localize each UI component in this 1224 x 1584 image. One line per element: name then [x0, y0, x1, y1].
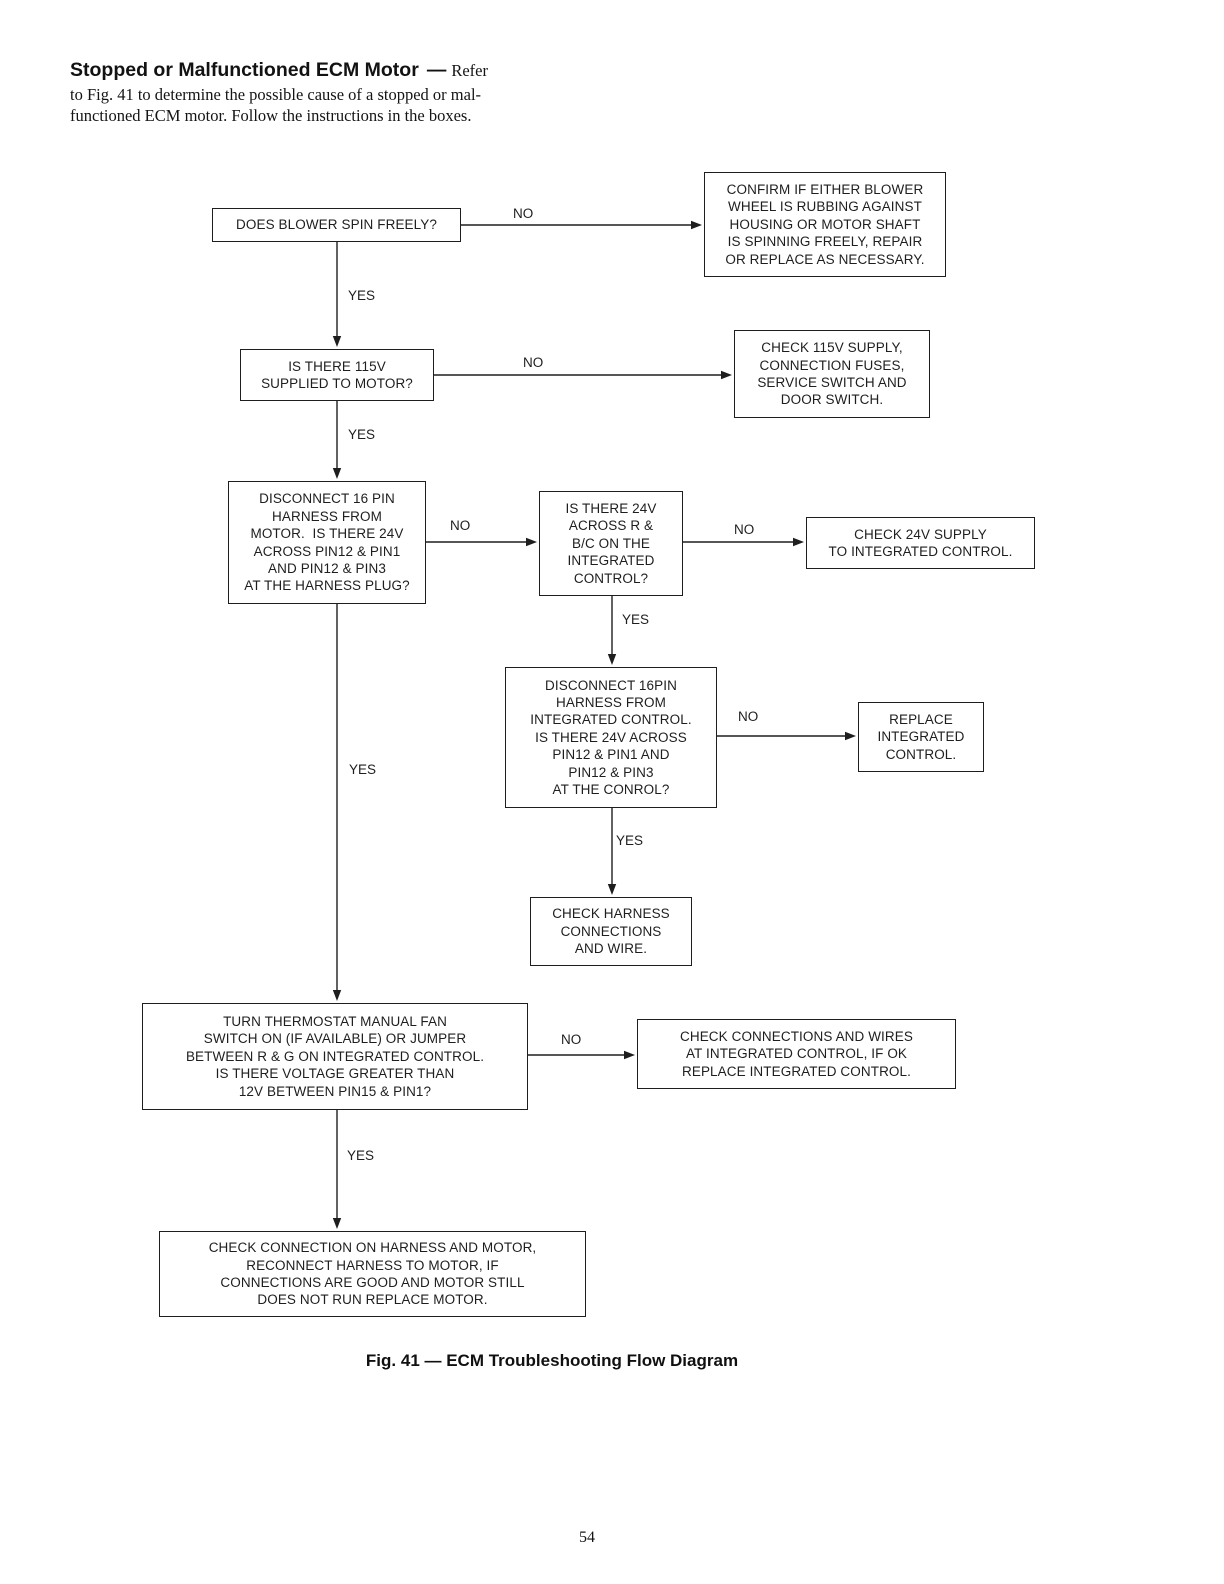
edge-label-yes: YES — [622, 612, 650, 627]
disconnect-motor-harness-box: DISCONNECT 16 PIN HARNESS FROM MOTOR. IS… — [228, 481, 426, 604]
confirm-blower-wheel-box: CONFIRM IF EITHER BLOWER WHEEL IS RUBBIN… — [704, 172, 946, 277]
edge-label-no: NO — [513, 206, 534, 221]
edge-label-no: NO — [738, 709, 759, 724]
section-heading: Stopped or Malfunctioned ECM Motor — [70, 59, 419, 81]
page-number: 54 — [579, 1529, 595, 1546]
connector-no-control-24v — [717, 731, 856, 741]
edge-label-yes: YES — [348, 288, 376, 303]
connector-yes-control-24v — [607, 808, 617, 895]
does-blower-spin-box: DOES BLOWER SPIN FREELY? — [212, 208, 461, 242]
check-connections-wires-box: CHECK CONNECTIONS AND WIRES AT INTEGRATE… — [637, 1019, 956, 1089]
heading-dash: — — [426, 59, 447, 81]
check-115v-supply-box: CHECK 115V SUPPLY, CONNECTION FUSES, SER… — [734, 330, 930, 418]
connector-no-harness-plug — [426, 537, 537, 547]
connector-no-blower — [461, 220, 702, 230]
figure-caption: Fig. 41 — ECM Troubleshooting Flow Diagr… — [365, 1351, 739, 1370]
connector-yes-harness-plug-long — [332, 604, 342, 1001]
connector-yes-blower — [332, 242, 342, 347]
disconnect-control-harness-box: DISCONNECT 16PIN HARNESS FROM INTEGRATED… — [505, 667, 717, 808]
check-24v-supply-box: CHECK 24V SUPPLY TO INTEGRATED CONTROL. — [806, 517, 1035, 569]
edge-label-no: NO — [523, 355, 544, 370]
connector-yes-115v — [332, 401, 342, 479]
edge-label-no: NO — [734, 522, 755, 537]
heading-lead-word: Refer — [451, 61, 488, 80]
connector-no-thermostat — [528, 1050, 635, 1060]
turn-thermostat-fan-box: TURN THERMOSTAT MANUAL FAN SWITCH ON (IF… — [142, 1003, 528, 1110]
section-intro-text: to Fig. 41 to determine the possible cau… — [70, 85, 482, 125]
connector-yes-thermostat — [332, 1110, 342, 1229]
edge-label-yes: YES — [348, 427, 376, 442]
section-intro-line1: Stopped or Malfunctioned ECM Motor —Refer — [70, 58, 570, 83]
section-intro: Stopped or Malfunctioned ECM Motor —Refer… — [70, 58, 570, 126]
is-24v-across-rbc-box: IS THERE 24V ACROSS R & B/C ON THE INTEG… — [539, 491, 683, 596]
connector-no-24v-rbc — [683, 537, 804, 547]
check-motor-connection-box: CHECK CONNECTION ON HARNESS AND MOTOR, R… — [159, 1231, 586, 1317]
connector-no-115v — [434, 370, 732, 380]
edge-label-no: NO — [450, 518, 471, 533]
replace-integrated-control-box: REPLACE INTEGRATED CONTROL. — [858, 702, 984, 772]
edge-label-yes: YES — [347, 1148, 375, 1163]
edge-label-no: NO — [561, 1032, 582, 1047]
connector-yes-24v-rbc — [607, 596, 617, 665]
check-harness-connections-box: CHECK HARNESS CONNECTIONS AND WIRE. — [530, 897, 692, 966]
edge-label-yes: YES — [616, 833, 644, 848]
edge-label-yes: YES — [349, 762, 377, 777]
is-there-115v-box: IS THERE 115V SUPPLIED TO MOTOR? — [240, 349, 434, 401]
